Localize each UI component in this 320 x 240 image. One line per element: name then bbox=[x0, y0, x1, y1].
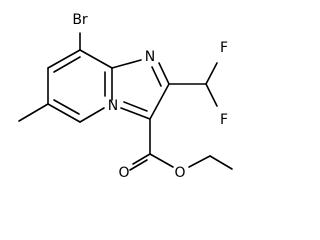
bond-c8-c7-double bbox=[53, 56, 81, 73]
atom-labels: Br N N F F O O bbox=[72, 12, 228, 181]
bond-c6-c5 bbox=[47, 103, 81, 123]
bond-c8-c8a bbox=[79, 49, 113, 69]
bond-c3-n4 bbox=[120, 107, 151, 120]
bond-carbonyl-o-double-b bbox=[129, 159, 148, 171]
bond-n1-c2-double bbox=[151, 66, 162, 87]
atom-nitrogen-bridgehead: N bbox=[108, 98, 118, 114]
bond-c2-c3 bbox=[149, 83, 170, 120]
bond-c3-n4-double bbox=[123, 101, 148, 112]
bonds bbox=[18, 32, 233, 171]
bond-c6-methyl bbox=[18, 103, 49, 122]
bond-chf2-f-top bbox=[205, 62, 218, 85]
bond-chf2-f-bottom bbox=[205, 83, 218, 107]
bond-c8a-n1 bbox=[111, 59, 142, 69]
bond-n1-c2 bbox=[158, 62, 170, 85]
chemical-structure: Br N N F F O O bbox=[18, 12, 233, 181]
bond-ethyl-ch2-ch3 bbox=[209, 155, 233, 170]
bond-c8-c7 bbox=[47, 49, 81, 69]
atom-oxygen-ether: O bbox=[174, 165, 185, 181]
atom-oxygen-carbonyl: O bbox=[118, 165, 129, 181]
atom-nitrogen-imidazole: N bbox=[145, 49, 155, 65]
atom-bromine: Br bbox=[72, 12, 88, 28]
bond-carbonyl-o-double-a bbox=[132, 153, 151, 165]
atom-fluorine-bottom: F bbox=[220, 112, 228, 128]
bond-c6-c5-double bbox=[53, 99, 80, 115]
bond-o-ethyl-ch2 bbox=[188, 155, 211, 168]
bond-carbonyl-o-ether bbox=[149, 153, 174, 168]
atom-fluorine-top: F bbox=[220, 40, 228, 56]
bond-c5-n4 bbox=[79, 107, 105, 123]
